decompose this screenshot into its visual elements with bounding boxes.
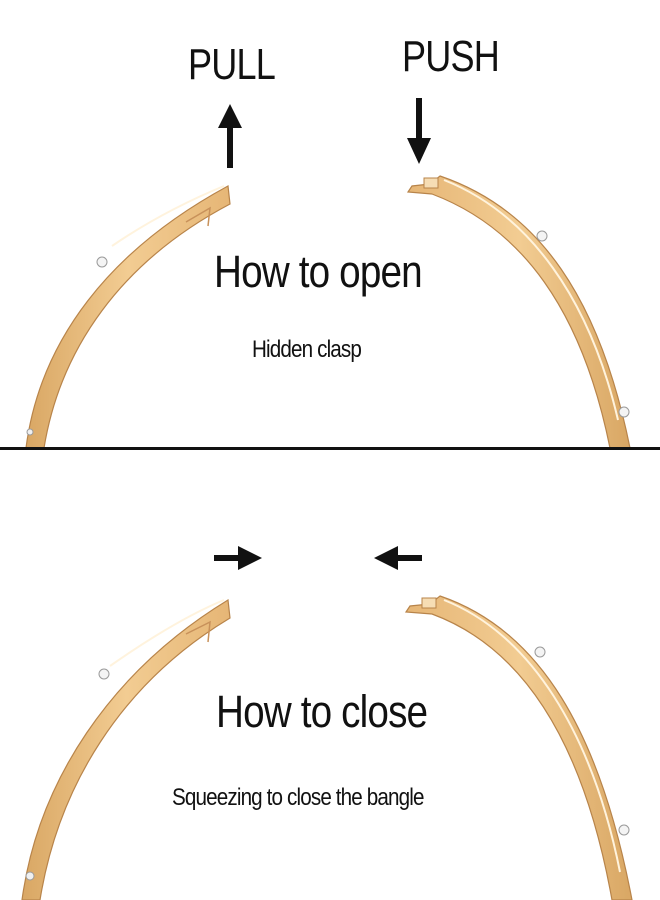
- bangle-right-half: [406, 175, 631, 448]
- open-illustration: [25, 98, 631, 448]
- arrow-left-icon: [374, 546, 422, 570]
- arrow-right-icon: [214, 546, 262, 570]
- arrow-up-icon: [218, 104, 242, 168]
- crystal-stone-left: [96, 256, 108, 268]
- pull-label: PULL: [188, 40, 276, 89]
- close-illustration: [21, 546, 633, 900]
- push-label: PUSH: [402, 32, 500, 81]
- arrow-down-icon: [407, 98, 431, 164]
- squeezing-subtitle: Squeezing to close the bangle: [172, 784, 424, 811]
- crystal-stone-left-lower: [26, 428, 34, 436]
- open-panel: PULL PUSH How to open Hidden clasp: [0, 0, 660, 448]
- how-to-close-title: How to close: [216, 686, 428, 737]
- crystal-stone-right-lower: [618, 824, 630, 836]
- bangle-left-half: [25, 185, 231, 448]
- bangle-left-half: [21, 598, 231, 900]
- hidden-clasp-subtitle: Hidden clasp: [252, 336, 362, 363]
- how-to-open-title: How to open: [214, 246, 423, 297]
- crystal-stone-left: [98, 668, 110, 680]
- section-divider: [0, 447, 660, 450]
- close-panel: How to close Squeezing to close the bang…: [0, 452, 660, 900]
- crystal-stone-left-lower: [25, 871, 35, 881]
- crystal-stone-right-lower: [618, 406, 630, 418]
- crystal-stone-right: [534, 646, 546, 658]
- bangle-right-half: [404, 595, 633, 900]
- crystal-stone-right: [536, 230, 548, 242]
